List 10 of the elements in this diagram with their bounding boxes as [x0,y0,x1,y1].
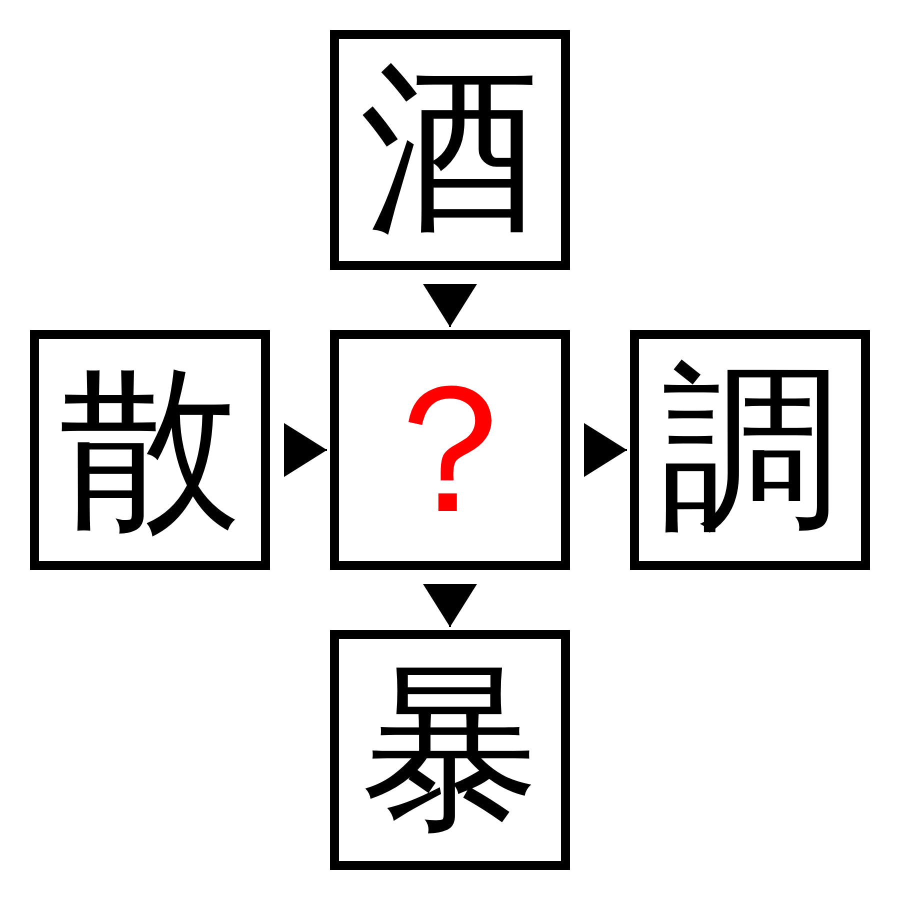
character-box [330,330,570,570]
character-box [630,330,870,570]
kanji-character: 酒 [360,60,540,240]
character-box [330,630,570,870]
kanji-character: 調 [660,360,840,540]
kanji-character: 散 [60,360,240,540]
character-box [330,30,570,270]
question-mark: ？ [360,360,540,540]
character-box [30,330,270,570]
kanji-character: 暴 [360,660,540,840]
